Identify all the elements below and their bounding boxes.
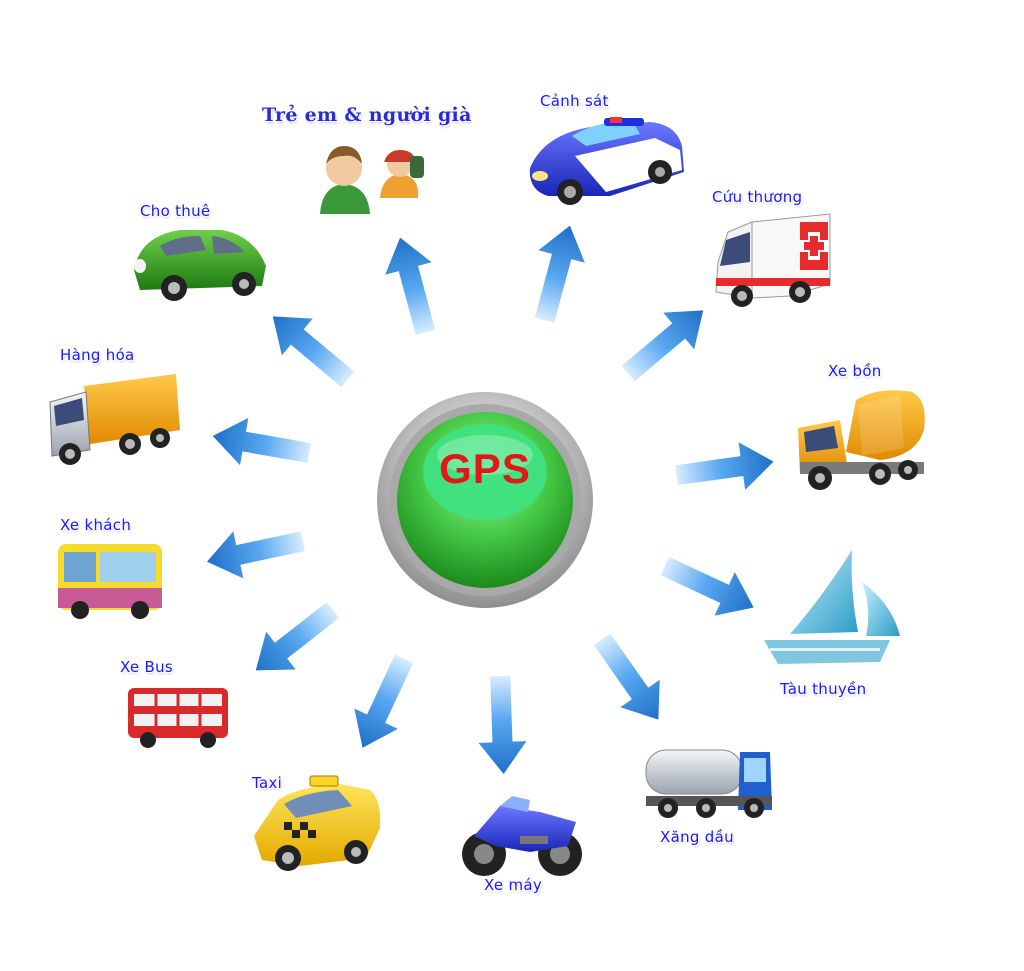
label-tre-em-nguoi-gia: Trẻ em & người già	[262, 104, 472, 126]
label-xe-bus: Xe Bus	[120, 658, 174, 676]
label-xe-may: Xe máy	[484, 876, 543, 894]
arrow-to-canh-sat	[534, 225, 585, 323]
coach-bus-icon	[58, 544, 162, 619]
label-cho-thue: Cho thuê	[140, 202, 211, 220]
arrow-to-xe-may	[478, 675, 527, 774]
gps-label: GPS	[439, 445, 531, 492]
label-taxi: Taxi	[252, 774, 283, 792]
people-icon	[320, 146, 424, 214]
tanker-truck-icon	[645, 749, 772, 818]
label-xe-khach: Xe khách	[60, 516, 132, 534]
arrow-to-xang-dau	[593, 633, 660, 720]
label-hang-hoa: Hàng hóa	[60, 346, 135, 364]
police-car-icon	[529, 117, 684, 205]
motorcycle-icon	[462, 796, 582, 876]
ambulance-icon	[715, 213, 831, 307]
arrow-to-taxi	[354, 654, 414, 748]
sailboat-icon	[764, 550, 900, 664]
gps-button	[377, 392, 593, 608]
arrow-to-cho-thue	[272, 316, 355, 388]
mixer-truck-icon	[798, 390, 925, 490]
arrow-to-cuu-thuong	[621, 310, 704, 382]
arrow-to-tau-thuyen	[660, 556, 754, 616]
double-decker-bus-icon	[128, 688, 228, 748]
arrow-to-xe-bon	[675, 442, 774, 490]
label-xe-bon: Xe bồn	[828, 362, 882, 380]
label-canh-sat: Cảnh sát	[540, 92, 609, 110]
arrow-group	[207, 225, 774, 774]
arrow-to-xe-khach	[207, 531, 305, 579]
taxi-icon	[254, 775, 381, 871]
label-xang-dau: Xăng dầu	[660, 828, 734, 846]
label-tau-thuyen: Tàu thuyền	[780, 680, 867, 698]
cargo-truck-icon	[49, 374, 180, 465]
arrow-to-hang-hoa	[212, 417, 311, 466]
label-cuu-thuong: Cứu thương	[712, 188, 803, 206]
arrow-to-xe-bus	[255, 602, 340, 671]
arrow-to-tre-em	[385, 237, 436, 335]
beetle-car-icon	[134, 230, 266, 301]
